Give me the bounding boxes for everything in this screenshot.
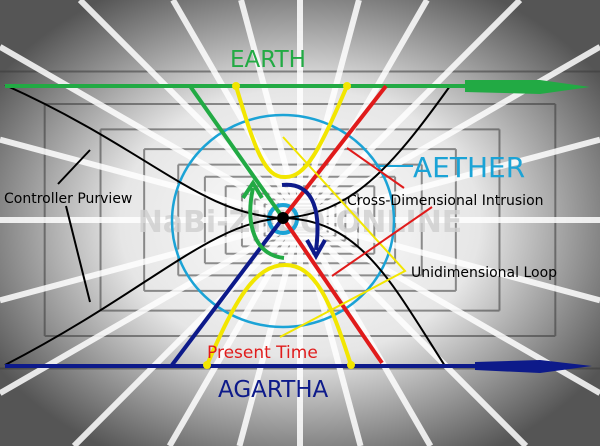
ray-line (71, 217, 303, 446)
present-time-label: Present Time (207, 343, 318, 363)
ray-line (299, 136, 600, 223)
earth-to-center-line (188, 84, 285, 220)
ray-line (297, 218, 434, 446)
ray-line (297, 0, 523, 223)
intrusion-line (281, 84, 388, 220)
cross-dimensional-label: Cross-Dimensional Intrusion (347, 193, 544, 209)
aether-circle (170, 113, 396, 329)
purview-pointer (65, 205, 91, 303)
ray-line (297, 217, 529, 446)
unidimensional-label: Unidimensional Loop (411, 265, 557, 281)
ray-line (0, 217, 301, 304)
loop-upper (234, 85, 349, 180)
ray-line (298, 44, 600, 223)
earth-arrow (465, 80, 590, 94)
loop-lower (205, 262, 353, 366)
loop-node (347, 361, 355, 369)
watermark: NaBi-ZHUO ONLINE (138, 205, 463, 240)
intrusion-pointer (331, 206, 433, 277)
intrusion-pointer (346, 147, 405, 189)
loop-node (203, 361, 211, 369)
agartha-label: AGARTHA (218, 377, 329, 403)
purview-pointer (57, 149, 91, 185)
ray-line (170, 0, 303, 222)
ray-line (0, 44, 302, 223)
loop-node (232, 82, 240, 90)
loop-pointer (279, 136, 407, 338)
arrowhead-down-icon (305, 239, 327, 261)
ray-line (236, 219, 303, 446)
upward-curl-arrow (248, 187, 285, 260)
agartha-arrow (475, 360, 592, 373)
earth-label: EARTH (230, 47, 306, 73)
center-point (277, 212, 289, 224)
loop-node (343, 82, 351, 90)
arrowhead-up-icon (241, 179, 264, 200)
intrusion-line (281, 216, 384, 365)
ray-line (299, 217, 600, 304)
agartha-to-center-line (170, 216, 285, 367)
controller-purview-label: Controller Purview (4, 191, 132, 207)
downward-curl-arrow (281, 182, 320, 251)
ray-line (77, 0, 303, 223)
ray-line (297, 0, 430, 222)
aether-label: AETHER (413, 151, 525, 184)
